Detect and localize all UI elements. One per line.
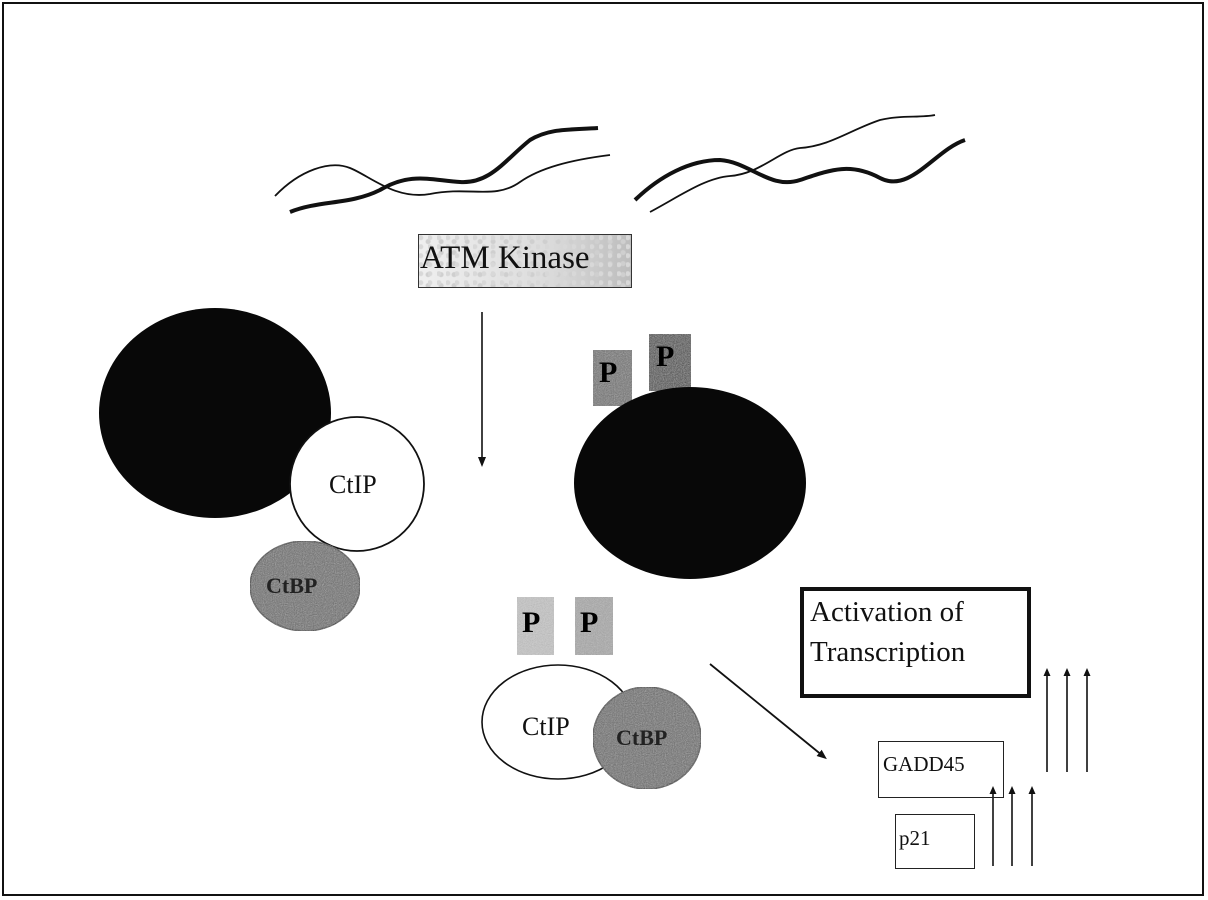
phospho-tag-released-2: [575, 597, 613, 655]
activation-box: [800, 587, 1031, 698]
phospho-label-released-1: P: [522, 606, 541, 639]
p21-label: p21: [899, 826, 931, 850]
phospho-tag-released-1: [517, 597, 554, 655]
activation-label: Activation of Transcription: [810, 596, 966, 668]
ctbp-label-released: CtBP: [616, 725, 668, 750]
phospho-tag-right-2: [649, 334, 691, 391]
gadd45-upregulation-arrows: [1043, 668, 1091, 772]
ctbp-label-left: CtBP: [266, 573, 318, 598]
dna-binding-protein-right: [574, 387, 806, 579]
transcription-arrow: [709, 663, 827, 760]
phospho-label-released-2: P: [580, 606, 599, 639]
ctip-label-released: CtIP: [522, 712, 570, 741]
p21-upregulation-arrows: [989, 786, 1036, 866]
p21-box: [895, 814, 975, 869]
phospho-label-right-1: P: [599, 356, 618, 389]
ctbp-ellipse-released: [592, 686, 702, 790]
ctbp-ellipse-left: [249, 540, 361, 632]
gadd45-box: [878, 741, 1004, 798]
dna-helix-left: [274, 126, 611, 214]
atm-kinase-box: [418, 234, 632, 288]
atm-kinase-label: ATM Kinase: [420, 240, 590, 276]
ctip-circle-left: [289, 416, 425, 552]
dna-binding-protein-left: [99, 308, 331, 518]
phospho-label-right-2: P: [656, 340, 675, 373]
ctip-label-left: CtIP: [329, 470, 377, 499]
dna-helix-right: [633, 114, 966, 213]
gadd45-label: GADD45: [883, 752, 965, 776]
phospho-tag-right-1: [593, 350, 632, 406]
